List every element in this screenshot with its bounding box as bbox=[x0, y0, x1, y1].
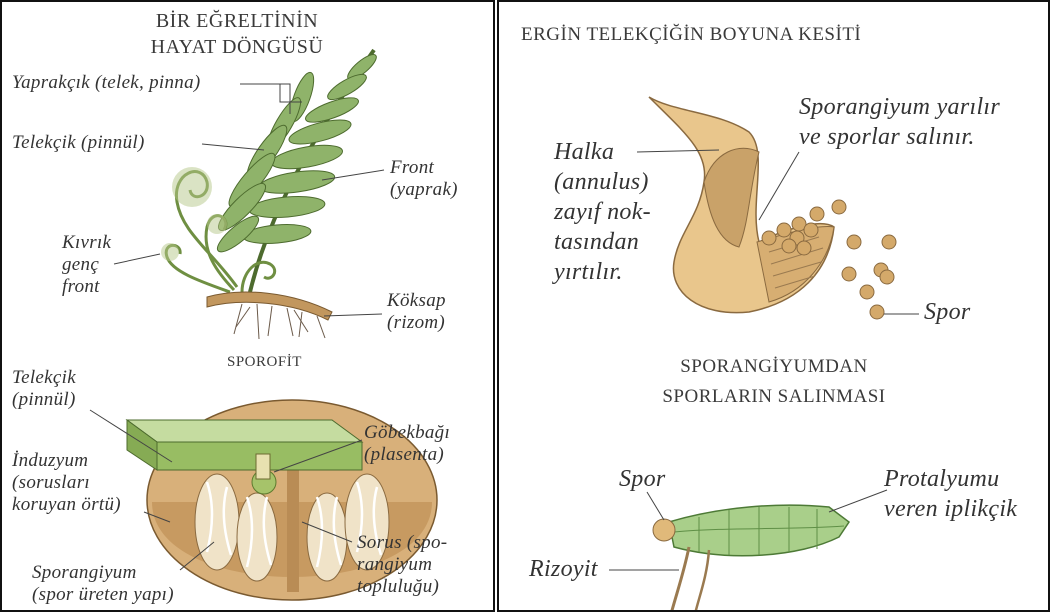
label-halka-line2: (annulus) bbox=[554, 167, 651, 197]
label-protalyum-line2: veren iplikçik bbox=[884, 494, 1017, 524]
label-sporangiyum-line1: Sporangiyum bbox=[32, 562, 174, 584]
label-telekcik-bottom: Telekçik (pinnül) bbox=[12, 367, 76, 411]
label-front-line2: (yaprak) bbox=[390, 179, 458, 201]
label-halka-line5: yırtılır. bbox=[554, 257, 651, 287]
label-front: Front (yaprak) bbox=[390, 157, 458, 201]
label-sporangiyum-line2: (spor üreten yapı) bbox=[32, 584, 174, 606]
label-kivrik-line2: genç bbox=[62, 254, 111, 276]
label-gobekbagi-line2: (plasenta) bbox=[364, 444, 450, 466]
label-sporangiyum: Sporangiyum (spor üreten yapı) bbox=[32, 562, 174, 606]
label-sporangiyum-yarilir-line1: Sporangiyum yarılır bbox=[799, 92, 1000, 122]
label-gobekbagi: Göbekbağı (plasenta) bbox=[364, 422, 450, 466]
label-protalyum: Protalyumu veren iplikçik bbox=[884, 464, 1017, 524]
label-koksap-line2: (rizom) bbox=[387, 312, 446, 334]
label-yaprakcik: Yaprakçık (telek, pinna) bbox=[12, 72, 201, 94]
life-cycle-title-line2: HAYAT DÖNGÜSÜ bbox=[107, 34, 367, 60]
label-sorus-line1: Sorus (spo- bbox=[357, 532, 447, 554]
label-sporangiyum-yarilir-line2: ve sporlar salınır. bbox=[799, 122, 1000, 152]
label-spor: Spor bbox=[924, 297, 971, 327]
label-induzyum: İnduzyum (sorusları koruyan örtü) bbox=[12, 450, 121, 516]
longitudinal-section-title: ERGİN TELEKÇİĞİN BOYUNA KESİTİ bbox=[521, 24, 861, 46]
label-induzyum-line1: İnduzyum bbox=[12, 450, 121, 472]
label-halka-line4: tasından bbox=[554, 227, 651, 257]
label-koksap: Köksap (rizom) bbox=[387, 290, 446, 334]
life-cycle-title-line1: BİR EĞRELTİNİN bbox=[107, 8, 367, 34]
label-induzyum-line2: (sorusları bbox=[12, 472, 121, 494]
label-kivrik-line1: Kıvrık bbox=[62, 232, 111, 254]
released-spores bbox=[842, 235, 896, 319]
label-kivrik-genc-front: Kıvrık genç front bbox=[62, 232, 111, 298]
sporofit-caption: SPOROFİT bbox=[227, 354, 302, 371]
label-sorus-line2: rangiyum bbox=[357, 554, 447, 576]
label-protalyum-line1: Protalyumu bbox=[884, 464, 1017, 494]
label-halka-line3: zayıf nok- bbox=[554, 197, 651, 227]
label-sorus: Sorus (spo- rangiyum topluluğu) bbox=[357, 532, 447, 598]
label-telekcik-bottom-line2: (pinnül) bbox=[12, 389, 76, 411]
release-caption-line1: SPORANGİYUMDAN bbox=[609, 352, 939, 382]
label-sorus-line3: topluluğu) bbox=[357, 576, 447, 598]
fern-frond bbox=[213, 50, 380, 292]
fern-life-cycle-panel: BİR EĞRELTİNİN HAYAT DÖNGÜSÜ Yaprakçık (… bbox=[0, 0, 495, 612]
label-rizoyit: Rizoyit bbox=[529, 554, 598, 584]
label-telekcik: Telekçik (pinnül) bbox=[12, 132, 145, 154]
label-koksap-line1: Köksap bbox=[387, 290, 446, 312]
label-telekcik-bottom-line1: Telekçik bbox=[12, 367, 76, 389]
sporangium-panel: ERGİN TELEKÇİĞİN BOYUNA KESİTİ Halka (an… bbox=[497, 0, 1050, 612]
fiddlehead-fill bbox=[161, 167, 227, 261]
label-induzyum-line3: koruyan örtü) bbox=[12, 494, 121, 516]
label-kivrik-line3: front bbox=[62, 276, 111, 298]
rhizome bbox=[207, 292, 332, 339]
label-sporangiyum-yarilir: Sporangiyum yarılır ve sporlar salınır. bbox=[799, 92, 1000, 152]
label-gobekbagi-line1: Göbekbağı bbox=[364, 422, 450, 444]
label-front-line1: Front bbox=[390, 157, 458, 179]
release-caption-line2: SPORLARIN SALINMASI bbox=[609, 382, 939, 412]
label-spor-bottom: Spor bbox=[619, 464, 666, 494]
label-halka: Halka (annulus) zayıf nok- tasından yırt… bbox=[554, 137, 651, 287]
germinating-spore bbox=[653, 505, 849, 612]
label-halka-line1: Halka bbox=[554, 137, 651, 167]
